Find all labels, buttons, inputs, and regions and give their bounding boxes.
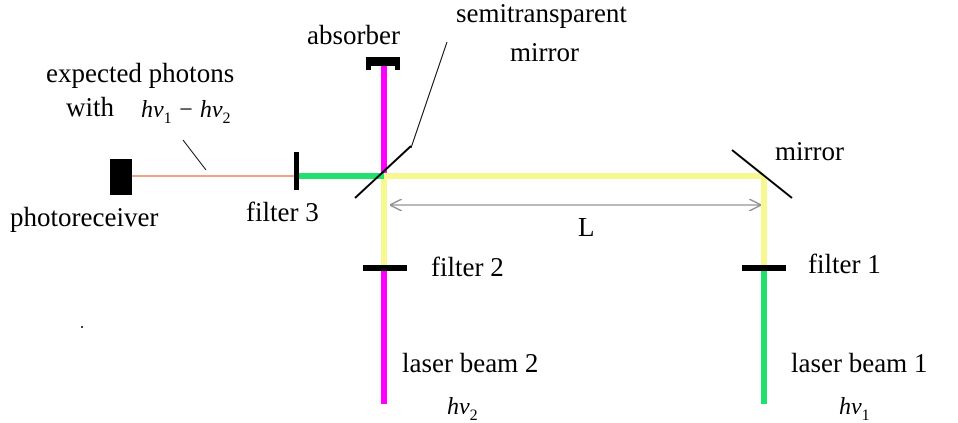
- semitransparent-mirror-label-line-2: mirror: [510, 37, 579, 67]
- filter-1: [742, 265, 786, 271]
- laser-beam-2-energy: hν2: [447, 394, 478, 423]
- absorber-right-leg: [395, 57, 400, 70]
- laser-beam-2-label: laser beam 2: [402, 348, 538, 378]
- photon-energy-difference: hν1 − hν2: [141, 97, 231, 127]
- filter-3: [294, 152, 299, 190]
- filter-1-label: filter 1: [808, 249, 881, 279]
- semitransparent-mirror-label-line-1: semitransparent: [456, 0, 627, 28]
- photoreceiver-label: photoreceiver: [10, 202, 158, 232]
- expected-photons-pointer: [182, 139, 207, 171]
- expected-photons-label: expected photons: [46, 58, 234, 88]
- laser-beam-1-label: laser beam 1: [791, 348, 927, 378]
- filter-2: [363, 265, 407, 271]
- filter-3-label: filter 3: [246, 197, 319, 227]
- mirror-label: mirror: [775, 136, 844, 166]
- absorber-left-leg: [366, 57, 371, 70]
- filter-2-label: filter 2: [431, 252, 504, 282]
- length-label: L: [578, 212, 595, 242]
- semitransparent-mirror: [354, 145, 412, 199]
- laser-beam-1-energy: hν1: [839, 394, 870, 423]
- stray-dot: [81, 326, 83, 328]
- absorber-label: absorber: [307, 20, 400, 50]
- absorber-block: [366, 57, 400, 66]
- semitransparent-mirror-pointer: [410, 41, 448, 149]
- photoreceiver: [110, 159, 132, 195]
- expected-with-label: with: [66, 92, 115, 122]
- mirror: [731, 149, 793, 199]
